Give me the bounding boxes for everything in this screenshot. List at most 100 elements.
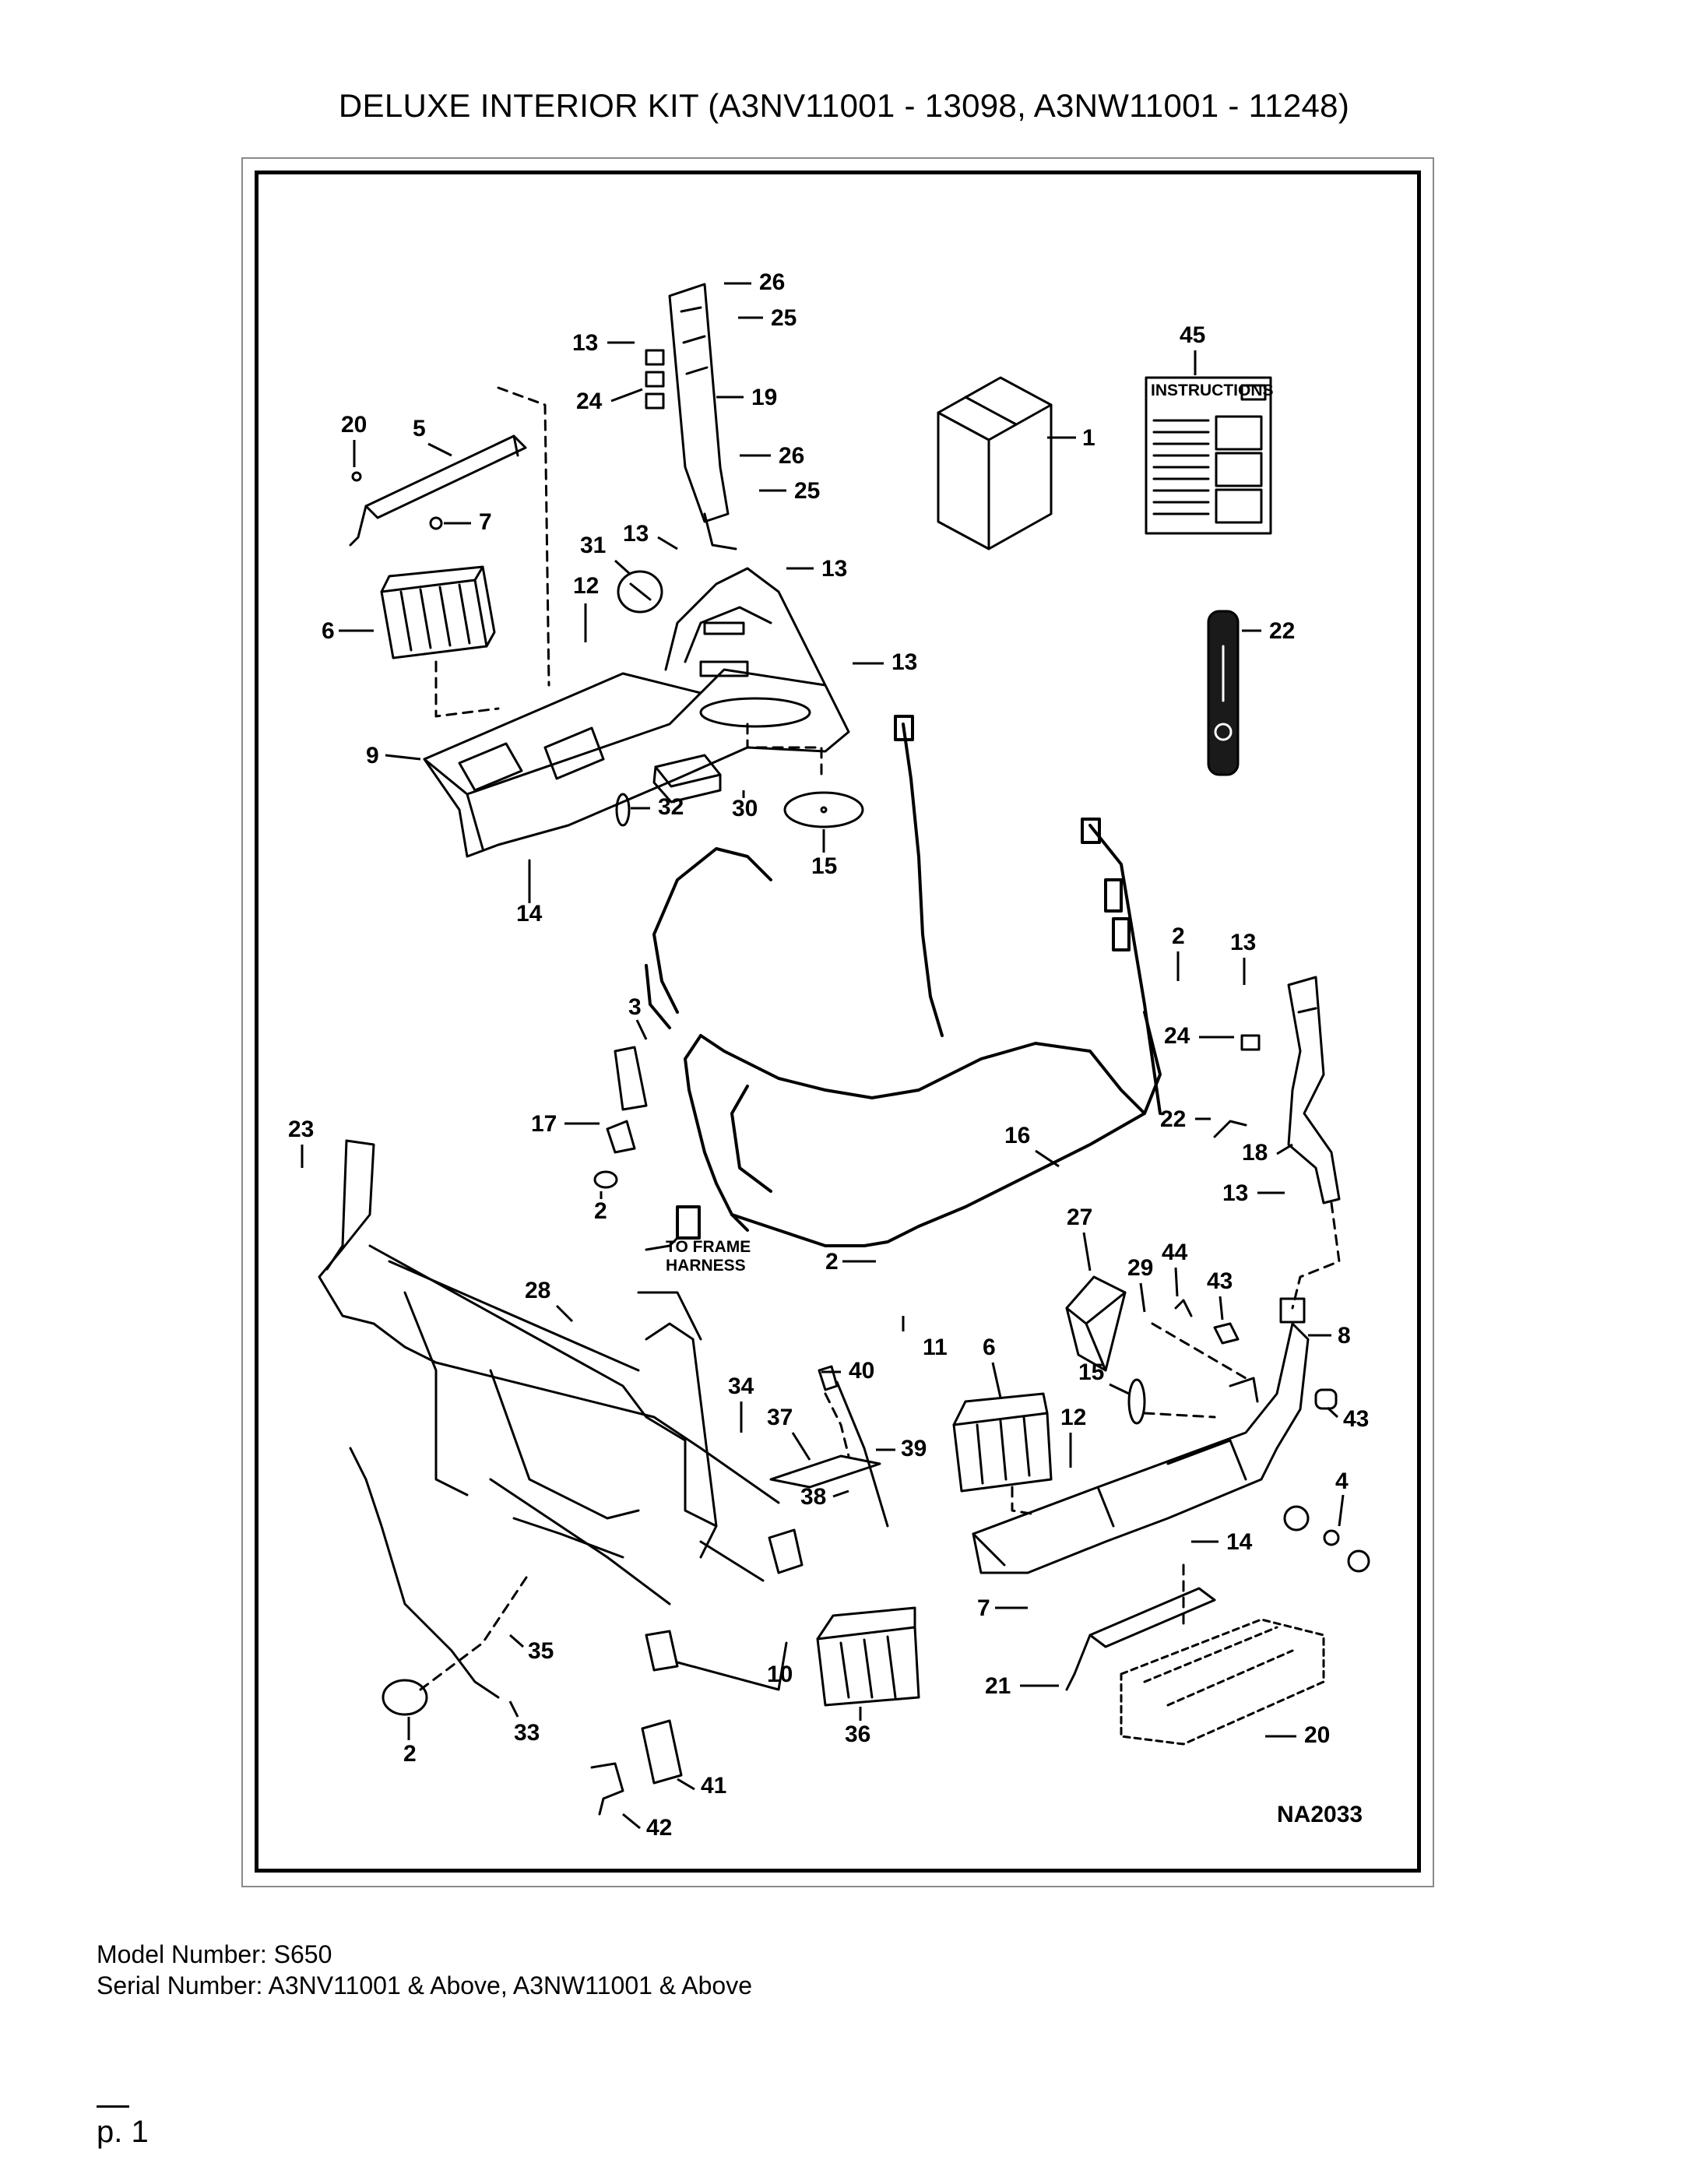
part-15-ring-upper xyxy=(783,791,864,828)
callout-34: 34 xyxy=(728,1373,754,1399)
page-number: p. 1 xyxy=(97,2115,149,2149)
callout-22: 22 xyxy=(1269,618,1295,644)
callout-21: 21 xyxy=(985,1673,1011,1699)
callout-8: 8 xyxy=(1338,1323,1351,1349)
callout-16: 16 xyxy=(1004,1123,1030,1148)
callout-38: 38 xyxy=(800,1484,826,1510)
callout-26: 26 xyxy=(759,269,785,295)
callout-6: 6 xyxy=(322,618,335,644)
part-41-plate xyxy=(641,1719,683,1785)
part-17-connector xyxy=(606,1046,648,1154)
callout-2: 2 xyxy=(1172,923,1185,949)
callout-32: 32 xyxy=(658,794,684,820)
page-title: DELUXE INTERIOR KIT (A3NV11001 - 13098, … xyxy=(338,87,1350,124)
dashed-leader xyxy=(1151,1322,1247,1380)
callout-9: 9 xyxy=(366,743,379,768)
part-22-decal xyxy=(1207,610,1240,776)
part-43-knob xyxy=(1314,1388,1338,1410)
callout-24: 24 xyxy=(1164,1023,1190,1049)
instructions-label: INSTRUCTIONS xyxy=(1151,382,1274,399)
callout-6: 6 xyxy=(983,1335,996,1360)
serial-number: Serial Number: A3NV11001 & Above, A3NW11… xyxy=(97,1971,752,1999)
footer-rule xyxy=(97,2105,129,2108)
callout-44: 44 xyxy=(1162,1240,1188,1265)
dashed-leader xyxy=(1291,1201,1341,1310)
part-15-ring-lower xyxy=(1127,1378,1146,1425)
callout-13: 13 xyxy=(1222,1180,1248,1206)
part-30-vent xyxy=(652,754,722,804)
part-40-clip xyxy=(818,1365,889,1528)
callout-4: 4 xyxy=(1335,1468,1349,1494)
callout-20: 20 xyxy=(341,412,367,438)
callout-13: 13 xyxy=(821,556,847,582)
callout-15: 15 xyxy=(811,853,837,879)
part-18-bracket xyxy=(1213,976,1341,1205)
callout-22: 22 xyxy=(1160,1106,1186,1132)
part-33-bar xyxy=(349,1447,500,1699)
callout-20: 20 xyxy=(1304,1722,1330,1748)
callout-3: 3 xyxy=(628,994,642,1020)
callout-28: 28 xyxy=(525,1278,550,1303)
callout-13: 13 xyxy=(1230,930,1256,955)
part-44-43-knob xyxy=(1174,1299,1240,1345)
callout-13: 13 xyxy=(572,330,598,356)
part-2-grommet xyxy=(593,1170,618,1189)
callout-25: 25 xyxy=(794,478,820,504)
part-27-bin xyxy=(1065,1275,1127,1372)
callout-42: 42 xyxy=(646,1815,672,1841)
callout-2: 2 xyxy=(594,1198,607,1224)
callout-17: 17 xyxy=(531,1111,557,1137)
callout-13: 13 xyxy=(891,649,917,675)
diagram-outer-border xyxy=(241,157,1434,1887)
part-21-bracket xyxy=(1065,1587,1216,1691)
part-20-screw xyxy=(351,471,362,482)
dashed-leader xyxy=(497,386,550,687)
part-45-instructions xyxy=(1145,376,1272,535)
dashed-leader xyxy=(1143,1412,1216,1419)
callout-12: 12 xyxy=(1060,1405,1086,1430)
callout-29: 29 xyxy=(1127,1255,1153,1281)
part-5-strap xyxy=(349,434,527,547)
callout-10: 10 xyxy=(767,1662,793,1687)
part-37-plate xyxy=(769,1454,881,1489)
callout-43: 43 xyxy=(1207,1268,1233,1294)
callout-18: 18 xyxy=(1242,1140,1268,1166)
dashed-leader xyxy=(1011,1486,1037,1516)
part-6-basket-upper xyxy=(380,565,496,659)
callout-11: 11 xyxy=(923,1335,948,1360)
part-9-console xyxy=(423,567,850,858)
callout-33: 33 xyxy=(514,1720,540,1746)
dashed-leader xyxy=(824,1392,850,1458)
callout-13: 13 xyxy=(623,521,649,547)
callout-7: 7 xyxy=(977,1595,990,1621)
callout-37: 37 xyxy=(767,1405,793,1430)
part-2-clamp xyxy=(382,1679,428,1716)
frame-harness-note-line1: TO FRAME xyxy=(666,1238,751,1256)
part-8-console xyxy=(972,1297,1310,1574)
callout-labels: 26 25 13 24 19 26 25 45 20 5 1 7 31 13 1… xyxy=(288,269,1369,1841)
callout-14: 14 xyxy=(1226,1529,1253,1555)
callout-27: 27 xyxy=(1067,1205,1092,1230)
frame-harness-note-line2: HARNESS xyxy=(666,1257,746,1275)
part-19-bracket xyxy=(645,283,737,550)
callout-36: 36 xyxy=(845,1722,870,1747)
callout-2: 2 xyxy=(825,1249,839,1275)
callout-35: 35 xyxy=(528,1638,554,1664)
model-number: Model Number: S650 xyxy=(97,1940,332,1968)
callout-23: 23 xyxy=(288,1117,314,1142)
callout-25: 25 xyxy=(771,305,797,331)
part-7-nut xyxy=(429,516,443,530)
drawing-number: NA2033 xyxy=(1277,1802,1363,1827)
callout-41: 41 xyxy=(701,1773,726,1799)
callout-12: 12 xyxy=(573,573,599,599)
callout-19: 19 xyxy=(751,385,777,410)
dashed-leader xyxy=(434,660,500,718)
part-4-parts xyxy=(1283,1505,1370,1573)
callout-24: 24 xyxy=(576,389,603,414)
callout-26: 26 xyxy=(779,443,804,469)
callout-40: 40 xyxy=(849,1358,874,1384)
dashed-leader xyxy=(419,1571,531,1691)
part-42-bracket xyxy=(590,1762,624,1816)
cab-frame xyxy=(318,1139,780,1605)
